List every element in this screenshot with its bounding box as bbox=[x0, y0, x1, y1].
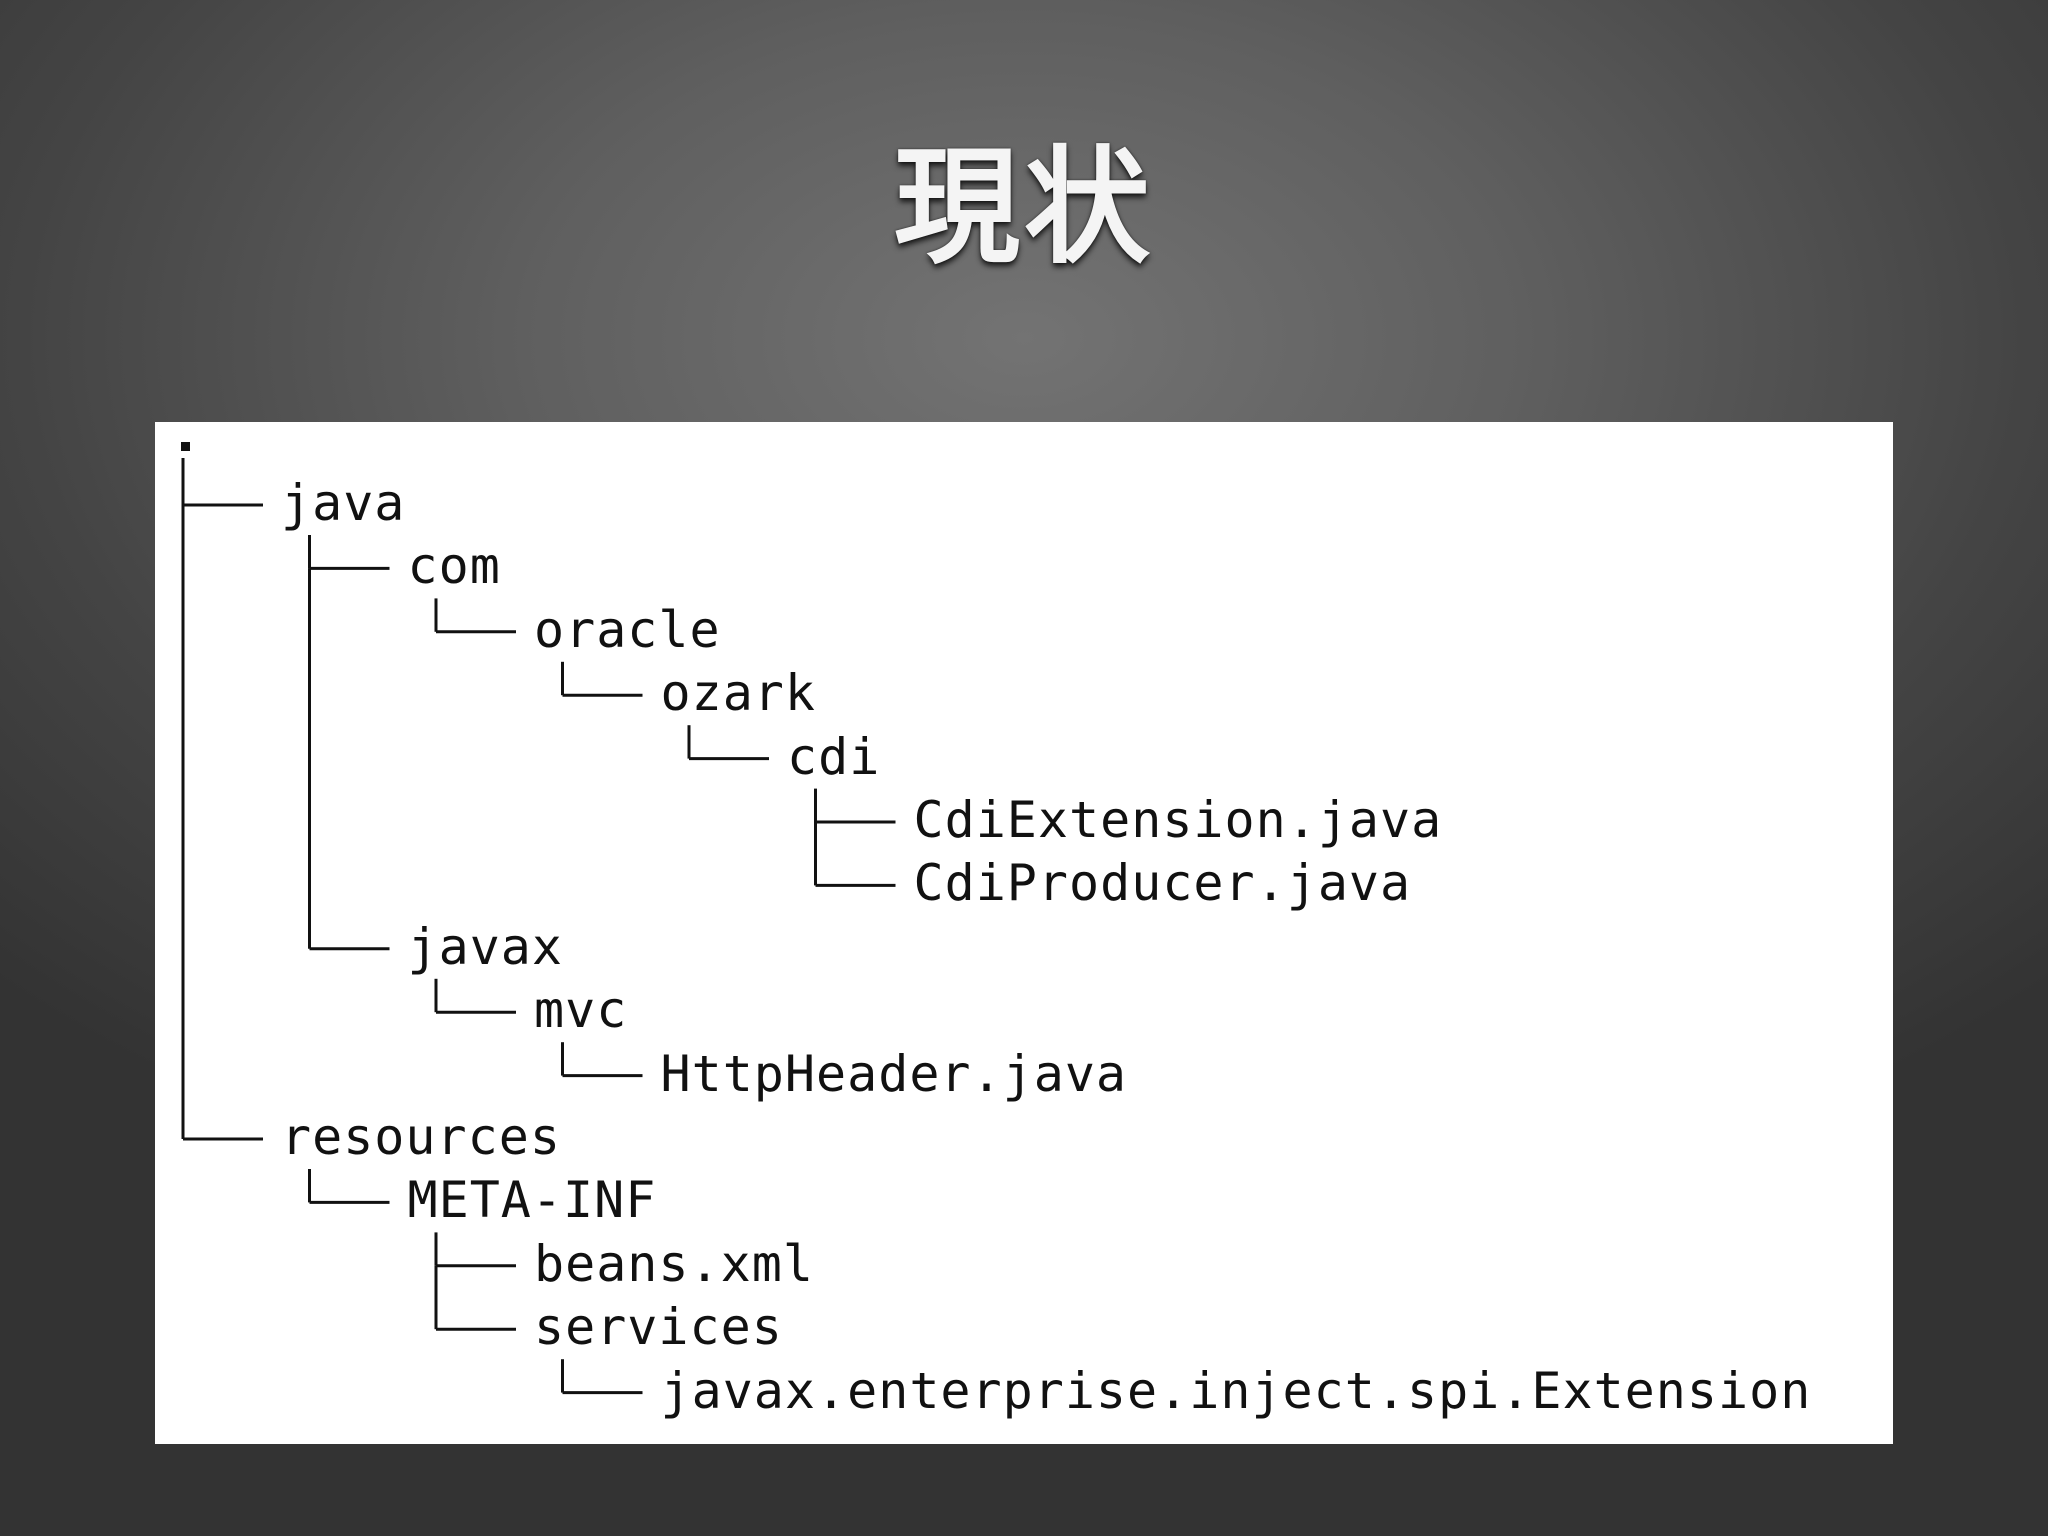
tree-node-label: oracle bbox=[534, 600, 721, 659]
tree-node-label: META-INF bbox=[407, 1171, 657, 1230]
tree-node-label: services bbox=[534, 1298, 783, 1357]
tree-node-label: java bbox=[281, 474, 406, 532]
tree-node-label: cdi bbox=[787, 727, 881, 786]
slide-title: 現状 bbox=[894, 134, 1154, 281]
tree-node-label: CdiProducer.java bbox=[913, 854, 1412, 913]
tree-node-label: beans.xml bbox=[534, 1234, 814, 1293]
tree-node-label: ozark bbox=[660, 664, 817, 723]
tree-connector-lines bbox=[181, 458, 896, 1395]
tree-node-label: resources bbox=[281, 1108, 561, 1166]
tree-node-label: mvc bbox=[534, 981, 628, 1040]
tree-root-dot bbox=[181, 442, 190, 451]
tree-node-label: HttpHeader.java bbox=[660, 1044, 1128, 1103]
tree-node-label: CdiExtension.java bbox=[913, 791, 1443, 849]
tree-node-label: javax.enterprise.inject.spi.Extension bbox=[660, 1361, 1812, 1420]
tree-node-label: com bbox=[407, 537, 501, 596]
tree-node-label: javax bbox=[407, 917, 564, 976]
